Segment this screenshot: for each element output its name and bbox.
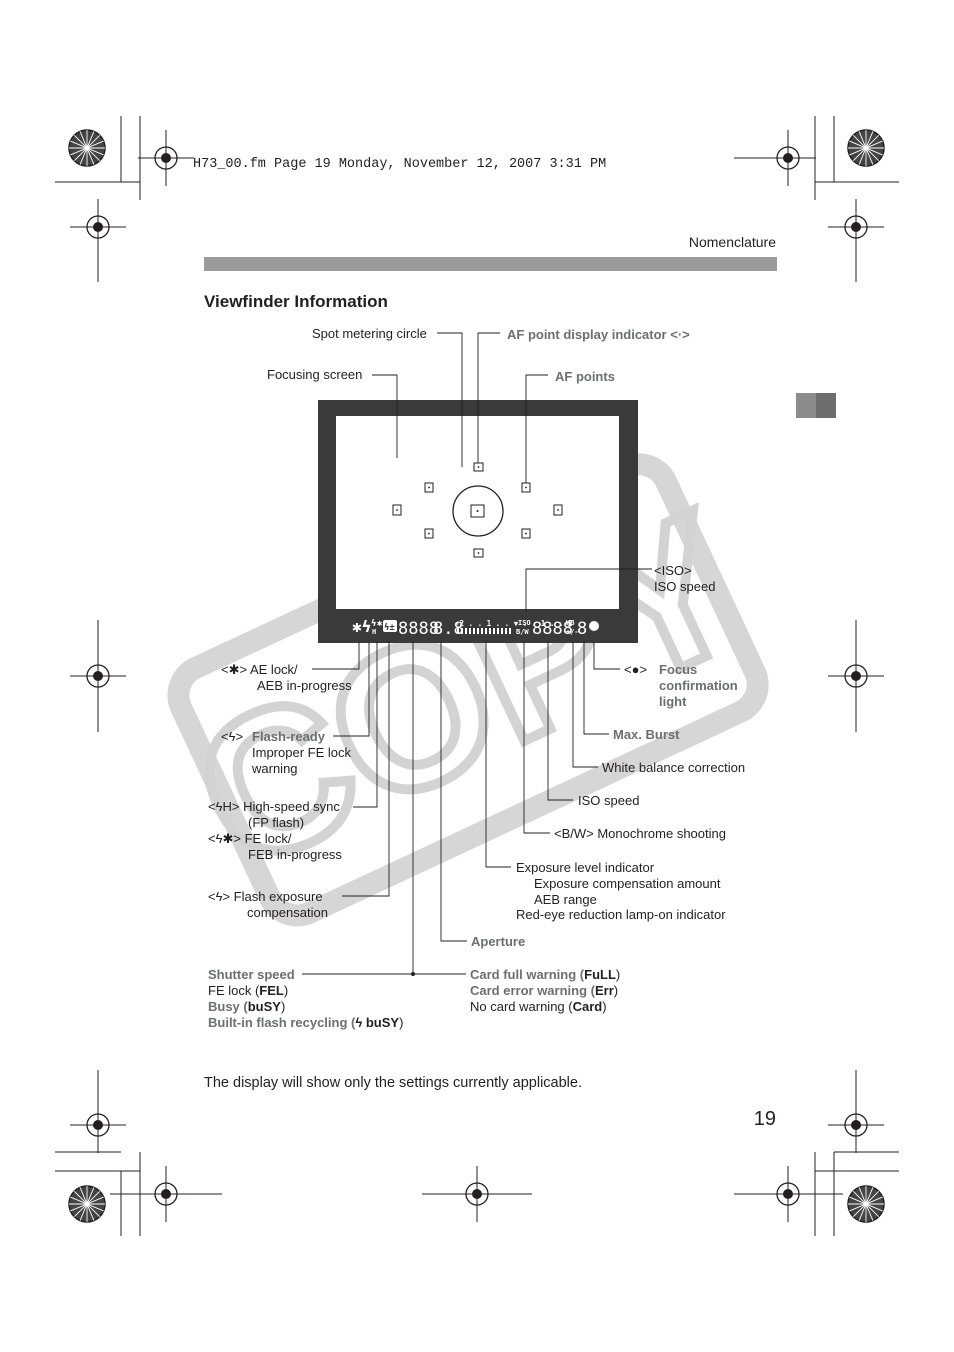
page-number: 19 — [753, 1108, 776, 1130]
svg-text:H: H — [372, 628, 376, 636]
label-card-full: Card full warning (FuLL) — [470, 967, 621, 982]
label-warning: warning — [252, 761, 298, 776]
label-wb-correction: White balance correction — [602, 760, 746, 775]
ae-lock-symbol: ✱ϟ — [352, 617, 371, 636]
label-flash-ready: Flash-ready — [252, 729, 325, 744]
label-card-error: Card error warning (Err) — [470, 983, 619, 998]
label-focus: Focus — [659, 662, 698, 677]
registration-starburst — [847, 129, 885, 167]
registration-starburst — [847, 1185, 885, 1223]
label-flash-exp-comp: <ϟ> Flash exposure — [208, 889, 323, 904]
label-iso-speed-top: ISO speed — [654, 579, 716, 594]
label-exposure-comp: Exposure compensation amount — [534, 876, 721, 891]
label-high-speed-sync: <ϟH> High-speed sync — [208, 799, 340, 814]
svg-text:ϟ±: ϟ± — [384, 623, 395, 633]
label-fe-lock: <ϟ✱> FE lock/ — [208, 831, 292, 846]
shutter-speed-digits: 8888 — [398, 619, 439, 639]
header-rule-bar — [204, 257, 777, 271]
label-focus-symbol: <●> — [624, 662, 648, 677]
label-monochrome: <B/W> Monochrome shooting — [554, 826, 726, 841]
label-fp-flash: (FP flash) — [248, 815, 305, 830]
iso-digits: 8888 — [532, 619, 573, 639]
label-shutter-speed: Shutter speed — [208, 967, 295, 982]
label-ae-lock: <✱> AE lock/ — [221, 662, 298, 677]
svg-text:ϟ: ϟ — [371, 619, 376, 629]
label-spot-metering: Spot metering circle — [312, 326, 427, 341]
iso-indicator: ISO — [518, 619, 531, 627]
registration-starburst — [68, 1185, 106, 1223]
svg-text:✱: ✱ — [377, 619, 383, 629]
label-compensation: compensation — [247, 905, 328, 920]
label-af-points: AF points — [555, 369, 615, 384]
leader-lines — [302, 332, 652, 975]
label-aperture: Aperture — [471, 934, 526, 949]
wb-correction-indicator: +/- — [566, 628, 579, 636]
label-iso-symbol: <ISO> — [654, 563, 692, 578]
max-burst-digit: 8 — [577, 619, 587, 639]
label-aeb-progress: AEB in-progress — [257, 678, 352, 693]
label-flash-recycling: Built-in flash recycling (ϟ buSY) — [208, 1015, 404, 1030]
lcd-info-strip: ✱ϟ ϟ H ✱ ϟ± 8888 8.8 -2 . . 1 . . ▼ . . … — [352, 617, 599, 639]
exposure-level-bars — [457, 628, 511, 634]
file-header-line: H73_00.fm Page 19 Monday, November 12, 2… — [193, 157, 607, 172]
label-exposure-level: Exposure level indicator — [516, 860, 655, 875]
registration-crosshair — [448, 1165, 506, 1223]
label-iso-speed: ISO speed — [578, 793, 640, 808]
spot-metering-circle — [452, 485, 504, 537]
focus-confirmation-light — [589, 621, 599, 631]
registration-starburst — [68, 129, 106, 167]
label-af-indicator: AF point display indicator <·> — [507, 327, 690, 342]
label-red-eye: Red-eye reduction lamp-on indicator — [516, 907, 726, 922]
wb-indicator: WB — [566, 619, 574, 627]
footnote: The display will show only the settings … — [204, 1075, 582, 1091]
registration-crosshair — [759, 129, 817, 187]
registration-crosshair — [137, 1165, 195, 1223]
label-flash-symbol: <ϟ> — [221, 729, 244, 744]
exposure-scale-marks: -2 . . 1 . . ▼ . . 1 . . 2 — [455, 619, 572, 628]
label-no-card: No card warning (Card) — [470, 999, 607, 1014]
label-focus-confirmation: confirmation — [659, 678, 738, 693]
label-busy: Busy (buSY) — [208, 999, 286, 1014]
section-label: Nomenclature — [688, 234, 776, 250]
focusing-screen-area — [336, 416, 619, 609]
chapter-tab — [796, 393, 836, 418]
label-aeb-range: AEB range — [534, 892, 597, 907]
page-heading: Viewfinder Information — [204, 292, 388, 311]
registration-crosshair — [759, 1165, 817, 1223]
bw-indicator: B/W — [516, 628, 529, 636]
label-focus-light: light — [659, 694, 687, 709]
label-improper-fe: Improper FE lock — [252, 745, 351, 760]
label-focusing-screen: Focusing screen — [267, 367, 363, 382]
label-fe-lock-fel: FE lock (FEL) — [208, 983, 289, 998]
af-points — [392, 462, 563, 558]
label-feb-progress: FEB in-progress — [248, 847, 342, 862]
aperture-digits: 8.8 — [433, 619, 464, 639]
label-max-burst: Max. Burst — [613, 727, 680, 742]
